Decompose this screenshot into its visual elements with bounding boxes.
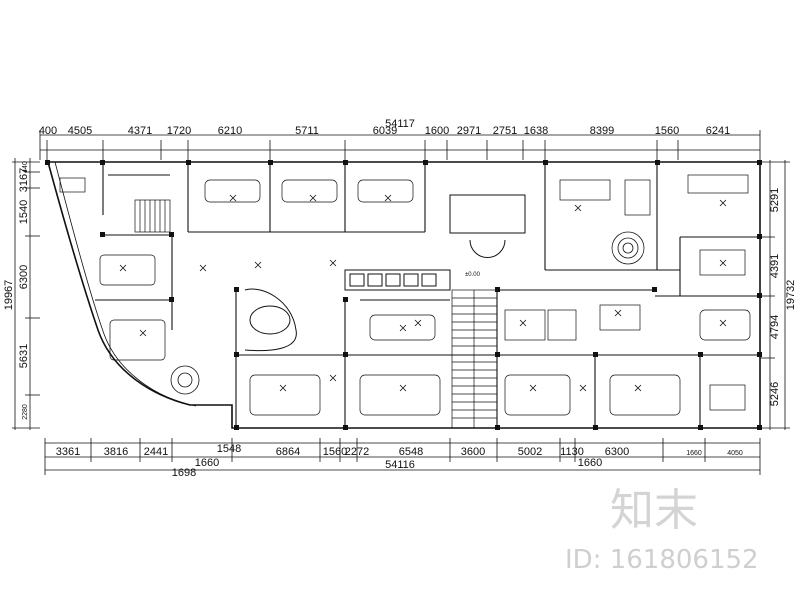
side-staircase xyxy=(134,199,171,233)
dim-top: 5711 xyxy=(295,125,319,137)
dim-top-total: 54117 xyxy=(385,118,415,130)
dim-bottom: 3361 xyxy=(56,446,80,458)
dim-bottom: 2441 xyxy=(144,446,168,458)
bottom-dimension-labels: 3361 3816 2441 1548 6864 1560 2272 6548 … xyxy=(56,443,743,479)
dim-bottom-extra: 1660 xyxy=(578,457,602,469)
structural-columns xyxy=(45,160,762,430)
dim-right: 5291 xyxy=(769,188,781,212)
dim-top: 2751 xyxy=(493,125,517,137)
dim-left: 3167 xyxy=(18,168,30,192)
dim-right: 4794 xyxy=(769,315,781,339)
right-dimension-labels: 5291 4391 19732 4794 5246 xyxy=(769,188,797,406)
dim-top: 1720 xyxy=(167,125,191,137)
dim-bottom: 1660 xyxy=(686,450,702,457)
left-dimension-labels: 440 3167 1540 6300 19967 5631 2280 xyxy=(3,161,30,420)
dim-top: 8399 xyxy=(590,125,614,137)
watermark-logo: 知末 xyxy=(610,485,698,536)
dim-top: 1560 xyxy=(655,125,679,137)
top-dimension-chain xyxy=(39,130,761,160)
dim-bottom: 1560 xyxy=(323,446,347,458)
top-dimension-labels: 400 4505 4371 1720 6210 5711 6039 1600 2… xyxy=(39,125,730,137)
building-outline xyxy=(46,161,761,429)
dim-top: 4371 xyxy=(128,125,152,137)
curved-meeting-room xyxy=(244,288,297,352)
watermark-id: ID: 161806152 xyxy=(565,545,759,575)
dim-left: 6300 xyxy=(18,265,30,289)
dim-top: 6039 xyxy=(373,125,397,137)
dim-bottom-extra: 1698 xyxy=(172,467,196,479)
round-lounge-table xyxy=(170,365,200,395)
dim-bottom-total: 54116 xyxy=(385,459,415,471)
dim-right-total: 19732 xyxy=(785,280,797,311)
bottom-dimension-chain xyxy=(44,438,761,475)
dim-left: 1540 xyxy=(18,200,30,224)
dim-bottom: 6548 xyxy=(399,446,423,458)
dim-left: 5631 xyxy=(18,344,30,368)
dim-top: 6241 xyxy=(706,125,730,137)
dim-top: 2971 xyxy=(457,125,481,137)
dim-bottom: 4050 xyxy=(727,450,743,457)
dim-bottom: 6300 xyxy=(605,446,629,458)
round-reception-table xyxy=(611,231,645,265)
dim-bottom: 5002 xyxy=(518,446,542,458)
dim-top: 1600 xyxy=(425,125,449,137)
dim-top: 6210 xyxy=(218,125,242,137)
right-dimension-chain xyxy=(760,160,790,430)
dim-bottom: 3600 xyxy=(461,446,485,458)
dim-right: 5246 xyxy=(769,382,781,406)
dim-bottom: 3816 xyxy=(104,446,128,458)
elevator-lobby xyxy=(344,194,526,291)
office-furniture xyxy=(59,174,751,416)
plant-markers xyxy=(119,194,727,392)
interior-walls xyxy=(95,162,760,428)
dim-top: 400 xyxy=(39,125,57,137)
dim-bottom: 6864 xyxy=(276,446,300,458)
central-staircase xyxy=(451,289,498,429)
dim-bottom: 2272 xyxy=(345,446,369,458)
dim-bottom: 1548 xyxy=(217,443,241,455)
dim-left-total: 19967 xyxy=(3,280,15,311)
dim-bottom: 1130 xyxy=(560,446,584,458)
left-dimension-chain xyxy=(12,158,40,430)
dim-top: 1638 xyxy=(524,125,548,137)
dim-bottom-extra: 1660 xyxy=(195,457,219,469)
dim-top: 4505 xyxy=(68,125,92,137)
dim-left: 440 xyxy=(22,161,29,173)
dim-right: 4391 xyxy=(769,254,781,278)
watermark: 知末 ID: 161806152 xyxy=(565,485,759,575)
level-mark: ±0.00 xyxy=(465,272,481,278)
dim-left: 2280 xyxy=(22,404,29,420)
